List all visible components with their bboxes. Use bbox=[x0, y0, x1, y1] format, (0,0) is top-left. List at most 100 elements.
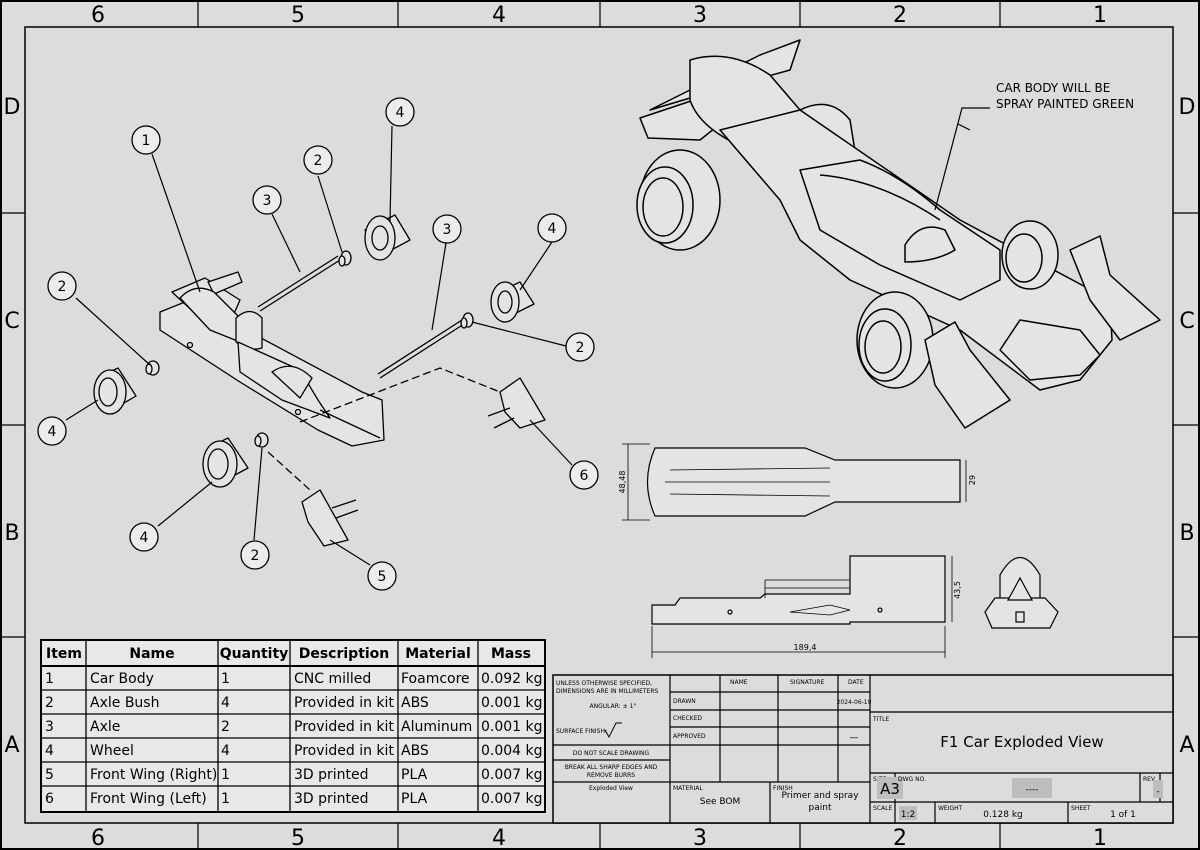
exploded-view bbox=[93, 214, 546, 547]
balloon-item-1: 1 bbox=[131, 125, 161, 155]
axle-parts bbox=[257, 255, 465, 379]
bom-cell: 2 bbox=[221, 719, 230, 735]
drawing-title: F1 Car Exploded View bbox=[940, 733, 1103, 751]
balloon-item-2c: 2 bbox=[565, 332, 595, 362]
zone-row-right-b: B bbox=[1179, 521, 1194, 546]
balloon-item-3b: 3 bbox=[432, 214, 462, 244]
bom-header-quantity: Quantity bbox=[220, 646, 289, 662]
bom-cell: 3 bbox=[45, 719, 54, 735]
zone-col-bottom-6: 6 bbox=[91, 826, 105, 850]
bom-cell: 1 bbox=[221, 671, 230, 687]
svg-text:5: 5 bbox=[378, 569, 387, 585]
zone-row-right-d: D bbox=[1179, 95, 1196, 120]
svg-text:4: 4 bbox=[548, 221, 557, 237]
zone-col-bottom-2: 2 bbox=[893, 826, 907, 850]
isometric-view bbox=[636, 39, 1161, 429]
balloon-item-2b: 2 bbox=[47, 271, 77, 301]
tolerance-line-1: UNLESS OTHERWISE SPECIFIED, bbox=[556, 680, 652, 687]
material-value: See BOM bbox=[700, 797, 741, 807]
bom-cell: Wheel bbox=[90, 743, 134, 759]
balloon-item-2d: 2 bbox=[240, 540, 270, 570]
scale-label: SCALE bbox=[873, 805, 892, 812]
bom-cell: Provided in kit bbox=[294, 695, 394, 711]
note-line-1: CAR BODY WILL BE bbox=[996, 81, 1110, 95]
svg-text:3: 3 bbox=[263, 193, 272, 209]
weight-label: WEIGHT bbox=[938, 805, 963, 812]
svg-text:3: 3 bbox=[443, 222, 452, 238]
balloon-item-3a: 3 bbox=[252, 185, 282, 215]
spray-paint-note: CAR BODY WILL BE SPRAY PAINTED GREEN bbox=[934, 81, 1134, 211]
zone-row-right-a: A bbox=[1179, 733, 1194, 758]
scale-value: 1:2 bbox=[901, 810, 915, 820]
material-label: MATERIAL bbox=[673, 785, 703, 792]
bom-cell: 1 bbox=[45, 671, 54, 687]
bom-cell: Provided in kit bbox=[294, 743, 394, 759]
svg-text:4: 4 bbox=[396, 105, 405, 121]
svg-text:1: 1 bbox=[142, 133, 151, 149]
drawn-label: DRAWN bbox=[673, 698, 696, 705]
finish-line-1: Primer and spray bbox=[781, 791, 859, 801]
balloon-item-4c: 4 bbox=[37, 416, 67, 446]
zone-row-left-a: A bbox=[4, 733, 19, 758]
scale-highlight bbox=[899, 806, 917, 820]
bom-cell: Foamcore bbox=[401, 671, 470, 687]
finish-line-2: paint bbox=[809, 803, 832, 813]
bom-header-name: Name bbox=[129, 646, 174, 662]
balloon-item-2a: 2 bbox=[303, 145, 333, 175]
bom-cell: 0.001 kg bbox=[481, 695, 543, 711]
note-line-2: SPRAY PAINTED GREEN bbox=[996, 97, 1134, 111]
bom-cell: Axle bbox=[90, 719, 120, 735]
dimension-top-nose: 29 bbox=[968, 475, 977, 485]
svg-text:2: 2 bbox=[576, 340, 585, 356]
rev-value: - bbox=[1156, 787, 1159, 797]
dimension-top-width: 48,48 bbox=[618, 471, 627, 494]
car-body-part bbox=[159, 271, 385, 447]
angular-tolerance: ANGULAR: ± 1° bbox=[590, 703, 637, 710]
name-header: NAME bbox=[730, 679, 748, 686]
size-highlight bbox=[877, 777, 903, 799]
bom-cell: ABS bbox=[401, 743, 429, 759]
zone-col-top-1: 1 bbox=[1093, 3, 1107, 28]
title-block: UNLESS OTHERWISE SPECIFIED, DIMENSIONS A… bbox=[552, 674, 1174, 824]
finish-label: FINISH bbox=[773, 785, 793, 792]
top-view bbox=[622, 443, 967, 521]
bom-cell: 0.007 kg bbox=[481, 791, 543, 807]
bom-cell: PLA bbox=[401, 791, 428, 807]
bom-cell: 4 bbox=[221, 695, 230, 711]
bom-cell: 3D printed bbox=[294, 767, 369, 783]
signature-header: SIGNATURE bbox=[790, 679, 825, 686]
dimension-side-length: 189,4 bbox=[794, 643, 817, 652]
zone-col-bottom-1: 1 bbox=[1093, 826, 1107, 850]
tolerance-line-2: DIMENSIONS ARE IN MILLIMETERS bbox=[556, 688, 658, 695]
zone-col-top-3: 3 bbox=[693, 3, 707, 28]
approved-label: APPROVED bbox=[673, 733, 706, 740]
svg-text:6: 6 bbox=[580, 468, 589, 484]
bom-cell: Front Wing (Right) bbox=[90, 767, 217, 783]
svg-text:2: 2 bbox=[58, 279, 67, 295]
surface-finish-icon bbox=[604, 722, 622, 739]
balloon-item-6: 6 bbox=[569, 460, 599, 490]
zone-row-right-c: C bbox=[1179, 309, 1194, 334]
bom-cell: 0.004 kg bbox=[481, 743, 543, 759]
title-label: TITLE bbox=[872, 716, 889, 723]
bom-header-mass: Mass bbox=[491, 646, 531, 662]
svg-text:2: 2 bbox=[251, 548, 260, 564]
bom-cell: 4 bbox=[45, 743, 54, 759]
front-view bbox=[984, 557, 1059, 629]
rev-highlight bbox=[1153, 780, 1163, 798]
break-edges-2: REMOVE BURRS bbox=[587, 772, 635, 779]
zone-col-bottom-5: 5 bbox=[291, 826, 305, 850]
wheel-parts bbox=[93, 214, 535, 488]
bom-cell: Car Body bbox=[90, 671, 154, 687]
bom-cell: 0.092 kg bbox=[481, 671, 543, 687]
sheet-size: A3 bbox=[880, 780, 900, 798]
svg-text:4: 4 bbox=[48, 424, 57, 440]
bom-cell: 6 bbox=[45, 791, 54, 807]
bom-cell: Axle Bush bbox=[90, 695, 159, 711]
balloon-item-4b: 4 bbox=[537, 213, 567, 243]
bom-cell: PLA bbox=[401, 767, 428, 783]
bom-cell: 1 bbox=[221, 791, 230, 807]
sheet-label: SHEET bbox=[1071, 805, 1091, 812]
zone-col-top-4: 4 bbox=[492, 3, 506, 28]
